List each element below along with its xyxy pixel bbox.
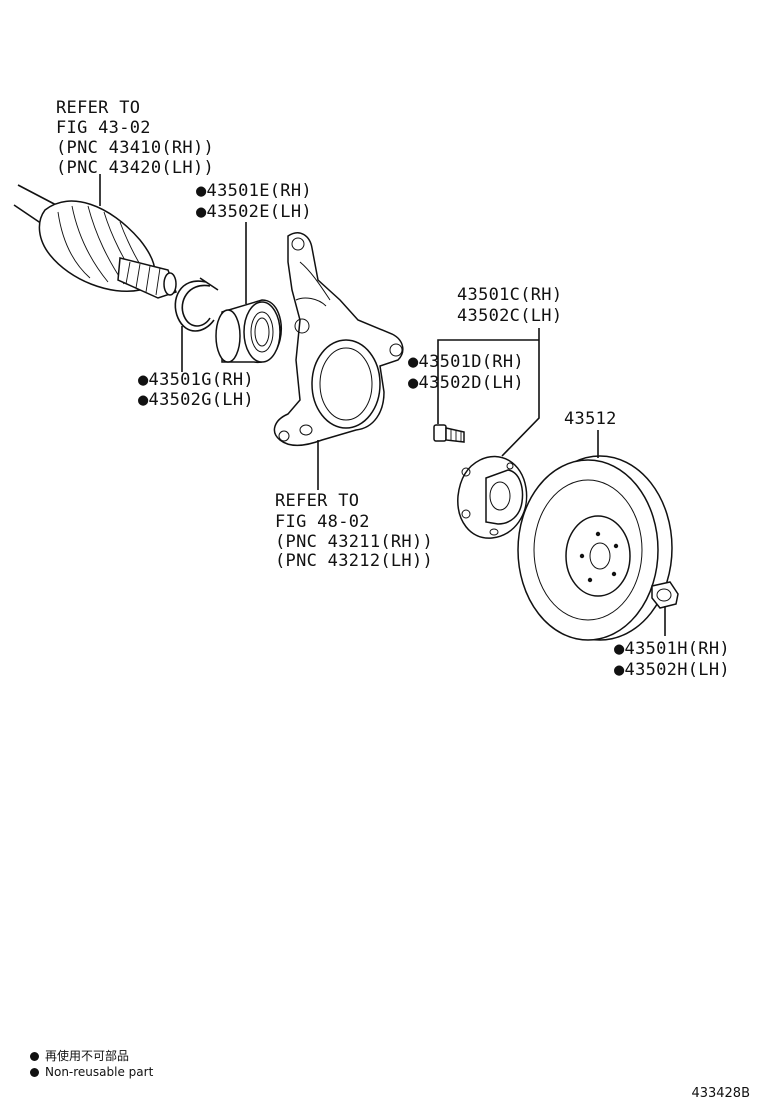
callout-hub-line-1: 43501C(RH) [457,285,562,305]
callout-hub-bolt-line-2: ●43502D(LH) [408,373,524,393]
callout-hub-line-2: 43502C(LH) [457,306,562,326]
bearing [215,299,282,364]
callout-bearing-line-1: ●43501E(RH) [196,181,312,201]
lug-nut [651,581,679,609]
callout-knuckle-line-2: FIG 48-02 [275,512,370,532]
brake-disc [517,455,673,641]
legend-japanese: 再使用不可部品 [45,1049,130,1063]
callout-hub-bolt: ●43501D(RH) ●43502D(LH) [408,352,524,393]
callout-nut-line-2: ●43502H(LH) [614,660,730,680]
callout-knuckle-line-3: (PNC 43211(RH)) [275,532,433,552]
legend-row-english: Non-reusable part [30,1064,153,1080]
legend-row-japanese: 再使用不可部品 [30,1048,153,1064]
figure-code: 433428B [691,1086,750,1101]
callout-disc: 43512 [564,409,617,429]
callout-nut-line-1: ●43501H(RH) [614,639,730,659]
legend: 再使用不可部品 Non-reusable part [30,1048,153,1080]
callout-knuckle-line-1: REFER TO [275,491,359,511]
callout-driveshaft-line-3: (PNC 43410(RH)) [56,138,214,158]
axle-hub [457,455,528,539]
callout-snap-ring-line-2: ●43502G(LH) [138,390,254,410]
callout-snap-ring-line-1: ●43501G(RH) [138,370,254,390]
drive-shaft [13,184,177,299]
bullet-icon [30,1052,39,1061]
callout-driveshaft-line-2: FIG 43-02 [56,118,151,138]
callout-nut: ●43501H(RH) ●43502H(LH) [614,639,730,680]
callout-snap-ring: ●43501G(RH) ●43502G(LH) [138,370,254,410]
legend-english: Non-reusable part [45,1065,154,1079]
callout-bearing: ●43501E(RH) ●43502E(LH) [196,181,312,222]
steering-knuckle [273,232,404,446]
snap-ring [174,277,219,332]
callout-knuckle: REFER TO FIG 48-02 (PNC 43211(RH)) (PNC … [275,491,433,571]
callout-hub-bolt-line-1: ●43501D(RH) [408,352,524,372]
callout-driveshaft: REFER TO FIG 43-02 (PNC 43410(RH)) (PNC … [56,98,214,178]
hub-bolt [433,424,465,443]
callout-knuckle-line-4: (PNC 43212(LH)) [275,551,433,571]
bullet-icon [30,1068,39,1077]
callout-hub: 43501C(RH) 43502C(LH) [457,285,562,326]
callout-bearing-line-2: ●43502E(LH) [196,202,312,222]
callout-driveshaft-line-4: (PNC 43420(LH)) [56,158,214,178]
leader-lines [99,174,666,636]
callout-driveshaft-line-1: REFER TO [56,98,140,118]
